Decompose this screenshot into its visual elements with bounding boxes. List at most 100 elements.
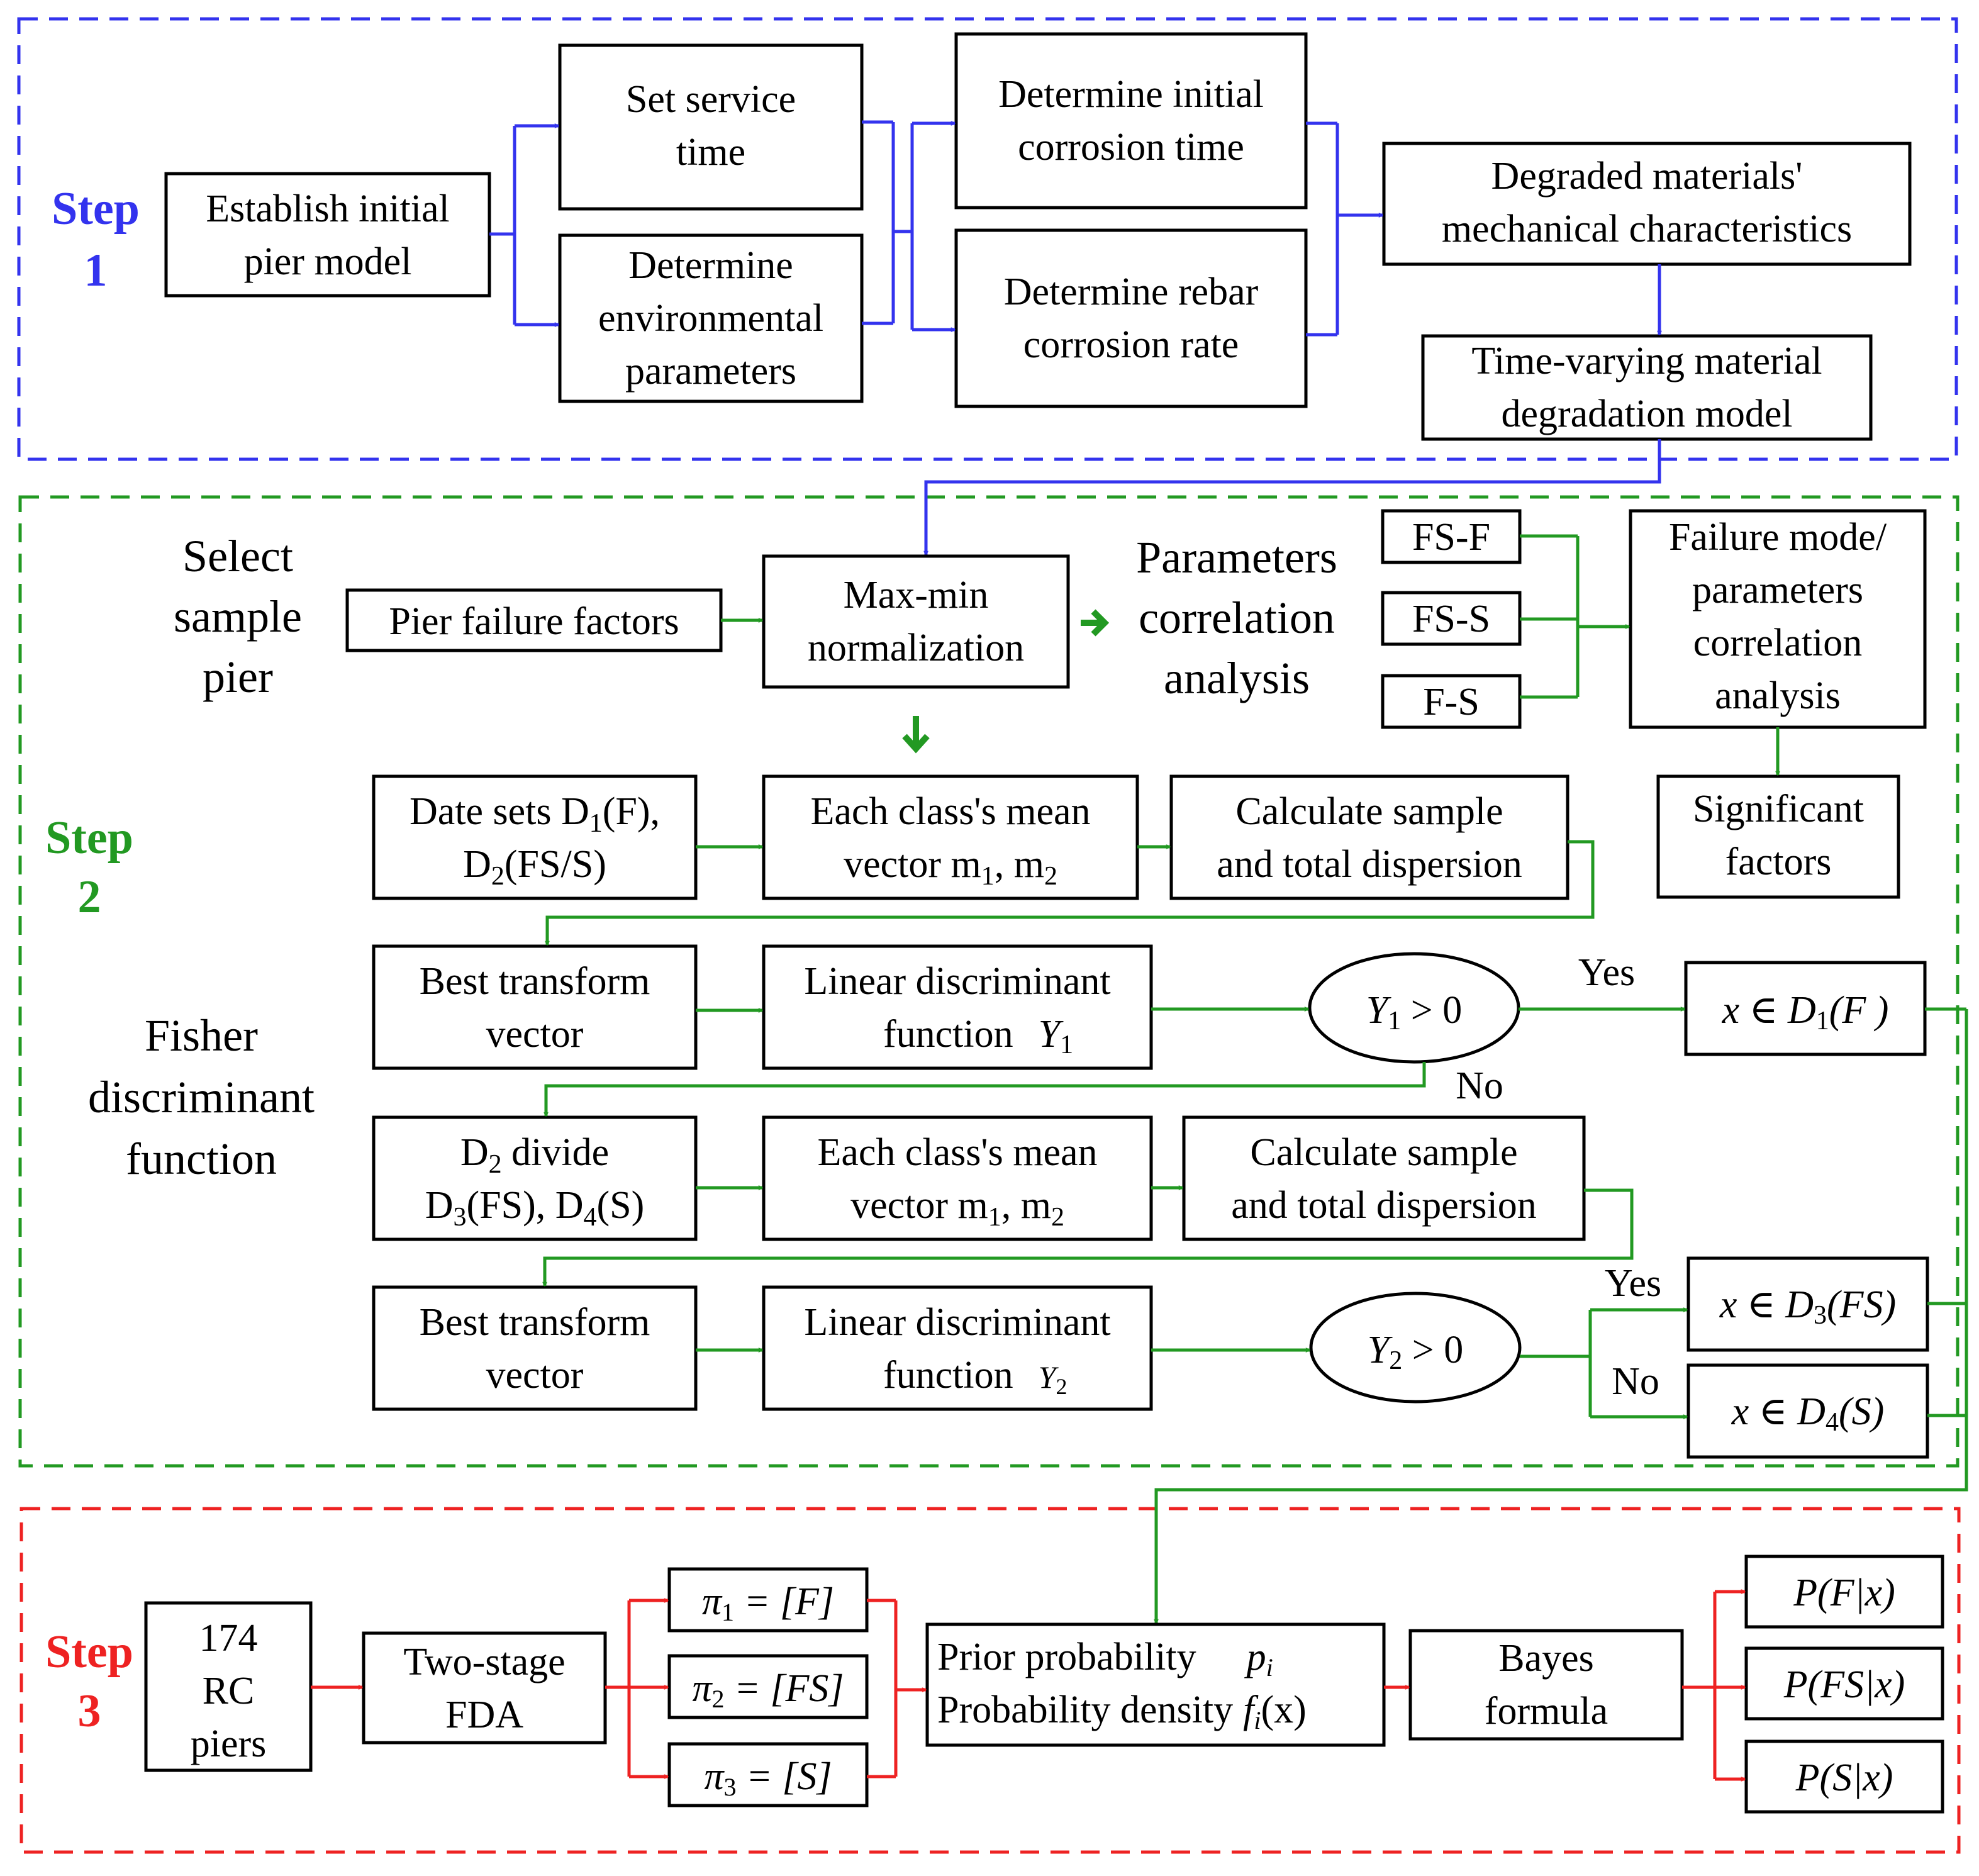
- p-s-given-x-box: P(S|x): [1744, 1739, 1944, 1814]
- disp2-line-2: and total dispersion: [1231, 1184, 1537, 1227]
- dispersion-box-1: Calculate sample and total dispersion: [1169, 774, 1569, 900]
- datasets-line-2: D2(FS/S): [463, 843, 606, 891]
- significant-factors-box: Significant factors: [1656, 774, 1900, 899]
- select-sample-pier-label: Select sample pier: [174, 531, 302, 702]
- pier-failure-text: Pier failure factors: [389, 600, 679, 643]
- establish-pier-model-box: Establish initial pier model: [164, 172, 491, 298]
- step2-word: Step: [45, 812, 133, 864]
- no-label-2: No: [1612, 1360, 1659, 1403]
- failure-mode-line-1: Failure mode/: [1669, 516, 1887, 559]
- p-fs-text: P(FS|x): [1783, 1663, 1905, 1706]
- pi3-box: π3 = [S]: [667, 1742, 869, 1807]
- step3-number: 3: [78, 1685, 101, 1737]
- step2-label: Step 2: [45, 812, 133, 923]
- time-varying-line-1: Time-varying material: [1471, 340, 1822, 382]
- f-s-text: F-S: [1423, 681, 1480, 723]
- best1-line-2: vector: [486, 1013, 584, 1056]
- divide-d2-box: D2 divide D3(FS), D4(S): [372, 1115, 698, 1241]
- best2-line-2: vector: [486, 1354, 584, 1397]
- init-corr-line-1: Determine initial: [998, 73, 1264, 116]
- initial-corrosion-time-box: Determine initial corrosion time: [954, 32, 1308, 209]
- rebar-line-1: Determine rebar: [1004, 271, 1259, 313]
- mean-vector-box-2: Each class's mean vector m1, m2: [762, 1115, 1153, 1241]
- p-s-text: P(S|x): [1795, 1756, 1893, 1799]
- mean1-line-2: vector m1, m2: [844, 843, 1057, 891]
- output-d3-box: x ∈ D3(FS): [1686, 1256, 1929, 1352]
- parameters-correlation-label: Parameters correlation analysis: [1136, 532, 1337, 703]
- fs-f-text: FS-F: [1412, 516, 1490, 559]
- pier-failure-factors-box: Pier failure factors: [345, 588, 723, 652]
- datasets-line-1: Date sets D1(F),: [410, 790, 660, 838]
- step2-number: 2: [78, 871, 101, 923]
- significant-line-2: factors: [1725, 840, 1832, 883]
- service-time-line-2: time: [676, 131, 745, 174]
- piers-line-3: piers: [191, 1722, 267, 1765]
- rebar-line-2: corrosion rate: [1023, 323, 1239, 366]
- fs-s-box: FS-S: [1381, 591, 1522, 646]
- step3-word: Step: [45, 1626, 133, 1678]
- param-corr-line-3: analysis: [1164, 653, 1310, 703]
- failure-mode-correlation-box: Failure mode/ parameters correlation ana…: [1629, 509, 1927, 729]
- p-f-text: P(F|x): [1793, 1572, 1895, 1614]
- time-varying-line-2: degradation model: [1501, 393, 1792, 435]
- best1-line-1: Best transform: [420, 960, 650, 1003]
- output-d4-box: x ∈ D4(S): [1686, 1363, 1929, 1459]
- fda-line-2: FDA: [445, 1694, 523, 1736]
- fisher-line-2: discriminant: [88, 1072, 315, 1122]
- fisher-discriminant-label: Fisher discriminant function: [88, 1010, 315, 1184]
- pi2-text: π2 = [FS]: [692, 1667, 844, 1713]
- disp1-line-2: and total dispersion: [1217, 843, 1522, 886]
- maxmin-line-2: normalization: [808, 627, 1024, 669]
- step1-number: 1: [84, 245, 108, 296]
- disp1-line-1: Calculate sample: [1235, 790, 1503, 833]
- degraded-materials-box: Degraded materials' mechanical character…: [1382, 142, 1912, 266]
- step2-connectors: [545, 534, 1968, 1623]
- best-transform-box-1: Best transform vector: [372, 944, 698, 1070]
- two-stage-fda-box: Two-stage FDA: [362, 1631, 607, 1745]
- fisher-line-3: function: [126, 1134, 277, 1184]
- out1-text: x ∈ D1(F ): [1722, 989, 1889, 1036]
- decision-ellipse-1: Y1 > 0: [1308, 952, 1520, 1064]
- step3-frame: [20, 1507, 1961, 1854]
- set-service-time-box: Set service time: [558, 43, 864, 211]
- piers-line-2: RC: [203, 1670, 255, 1712]
- bayes-line-1: Bayes: [1498, 1637, 1594, 1680]
- init-corr-line-2: corrosion time: [1018, 126, 1244, 169]
- p-f-given-x-box: P(F|x): [1744, 1555, 1944, 1629]
- degraded-line-2: mechanical characteristics: [1442, 208, 1852, 250]
- best-transform-box-2: Best transform vector: [372, 1285, 698, 1411]
- fs-s-text: FS-S: [1412, 598, 1490, 640]
- time-varying-model-box: Time-varying material degradation model: [1421, 334, 1873, 441]
- mean-vector-box-1: Each class's mean vector m1, m2: [762, 774, 1139, 900]
- bayes-formula-box: Bayes formula: [1408, 1629, 1684, 1741]
- no-label-1: No: [1456, 1064, 1503, 1107]
- degraded-line-1: Degraded materials': [1491, 155, 1803, 198]
- divide-line-2: D3(FS), D4(S): [425, 1184, 645, 1232]
- f-s-box: F-S: [1381, 674, 1522, 729]
- select-line-2: sample: [174, 591, 302, 642]
- fs-f-box: FS-F: [1381, 509, 1522, 564]
- significant-line-1: Significant: [1693, 788, 1864, 830]
- establish-line-1: Establish initial: [206, 187, 449, 230]
- establish-line-2: pier model: [244, 240, 412, 283]
- mean2-line-2: vector m1, m2: [850, 1184, 1064, 1232]
- param-corr-line-2: correlation: [1139, 593, 1335, 643]
- rebar-corrosion-rate-box: Determine rebar corrosion rate: [954, 228, 1308, 408]
- env-line-2: environmental: [598, 297, 823, 340]
- step1-word: Step: [52, 183, 140, 235]
- failure-mode-line-2: parameters: [1692, 569, 1863, 611]
- disp2-line-1: Calculate sample: [1250, 1131, 1517, 1174]
- yes-label-2: Yes: [1605, 1262, 1661, 1305]
- environmental-parameters-box: Determine environmental parameters: [558, 233, 864, 403]
- lin2-line-1: Linear discriminant: [804, 1301, 1110, 1344]
- cond2-text: Y2 > 0: [1368, 1329, 1463, 1375]
- best2-line-1: Best transform: [420, 1301, 650, 1344]
